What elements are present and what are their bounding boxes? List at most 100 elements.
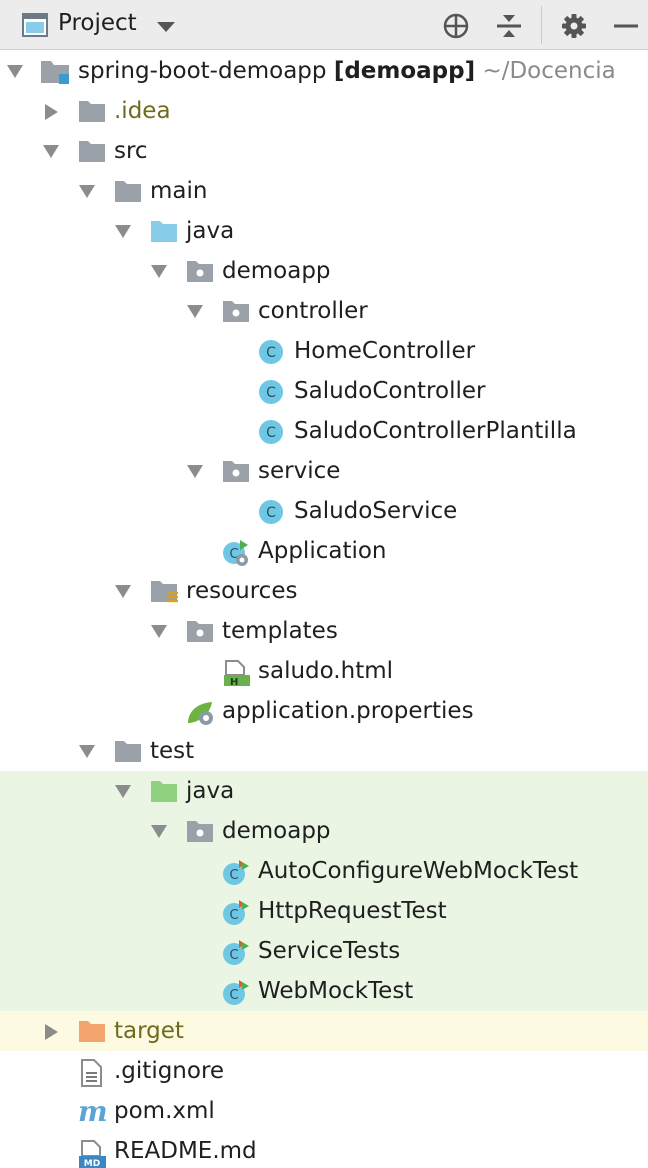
collapsed-arrow-icon[interactable] bbox=[45, 104, 59, 124]
tree-label: resources bbox=[186, 578, 298, 604]
view-title[interactable]: Project bbox=[58, 10, 137, 36]
svg-text:C: C bbox=[229, 948, 238, 963]
tree-row-application-properties[interactable]: application.properties bbox=[0, 691, 648, 731]
hide-icon[interactable] bbox=[612, 12, 640, 40]
collapsed-arrow-icon[interactable] bbox=[45, 1024, 59, 1044]
svg-text:C: C bbox=[266, 505, 276, 521]
tree-label: HttpRequestTest bbox=[258, 898, 447, 924]
tree-row-saludo-html[interactable]: H saludo.html bbox=[0, 651, 648, 691]
expanded-arrow-icon[interactable] bbox=[187, 464, 203, 483]
tree-label: .idea bbox=[114, 98, 171, 124]
toolbar-separator bbox=[541, 6, 542, 44]
tree-label: templates bbox=[222, 618, 338, 644]
svg-text:C: C bbox=[266, 345, 276, 361]
source-root-folder-icon bbox=[150, 219, 177, 245]
package-icon bbox=[222, 459, 249, 485]
tree-row-web-mock-test[interactable]: C WebMockTest bbox=[0, 971, 648, 1011]
svg-text:C: C bbox=[229, 868, 238, 883]
tree-label: AutoConfigureWebMockTest bbox=[258, 858, 579, 884]
svg-text:C: C bbox=[229, 908, 238, 923]
test-root-folder-icon bbox=[150, 779, 177, 805]
project-view-icon[interactable] bbox=[22, 13, 48, 41]
tree-row-target[interactable]: target bbox=[0, 1011, 648, 1051]
tree-label: java bbox=[186, 218, 235, 244]
tree-row-http-request-test[interactable]: C HttpRequestTest bbox=[0, 891, 648, 931]
tree-row-main[interactable]: main bbox=[0, 171, 648, 211]
tree-label: target bbox=[114, 1018, 184, 1044]
expanded-arrow-icon[interactable] bbox=[79, 184, 95, 203]
tree-label: application.properties bbox=[222, 698, 474, 724]
module-folder-icon bbox=[40, 59, 69, 85]
package-icon bbox=[186, 819, 213, 845]
tree-label: pom.xml bbox=[114, 1098, 215, 1124]
test-class-icon: C bbox=[222, 899, 249, 925]
expanded-arrow-icon[interactable] bbox=[7, 64, 23, 83]
gear-icon[interactable] bbox=[560, 12, 588, 40]
tree-label: demoapp bbox=[222, 258, 331, 284]
tree-row-test[interactable]: test bbox=[0, 731, 648, 771]
markdown-file-icon: MD bbox=[78, 1139, 106, 1168]
tree-row-idea[interactable]: .idea bbox=[0, 91, 648, 131]
tree-label: test bbox=[150, 738, 195, 764]
tree-label: main bbox=[150, 178, 208, 204]
expanded-arrow-icon[interactable] bbox=[115, 224, 131, 243]
java-class-icon: C bbox=[258, 419, 284, 445]
tree-label: SaludoController bbox=[294, 378, 486, 404]
tree-row-main-package[interactable]: demoapp bbox=[0, 251, 648, 291]
expanded-arrow-icon[interactable] bbox=[115, 784, 131, 803]
module-path: ~/Docencia bbox=[482, 58, 616, 84]
package-icon bbox=[186, 619, 213, 645]
tree-label: SaludoControllerPlantilla bbox=[294, 418, 577, 444]
java-class-icon: C bbox=[258, 379, 284, 405]
tree-row-main-java[interactable]: java bbox=[0, 211, 648, 251]
expanded-arrow-icon[interactable] bbox=[151, 824, 167, 843]
locate-icon[interactable] bbox=[442, 12, 470, 40]
tree-label: ServiceTests bbox=[258, 938, 401, 964]
expanded-arrow-icon[interactable] bbox=[187, 304, 203, 323]
tree-row-auto-configure-test[interactable]: C AutoConfigureWebMockTest bbox=[0, 851, 648, 891]
expanded-arrow-icon[interactable] bbox=[79, 744, 95, 763]
tree-row-saludo-service[interactable]: C SaludoService bbox=[0, 491, 648, 531]
tree-label: src bbox=[114, 138, 148, 164]
tree-row-application[interactable]: C Application bbox=[0, 531, 648, 571]
spring-boot-application-icon: C bbox=[222, 539, 248, 566]
java-class-icon: C bbox=[258, 499, 284, 525]
module-name: spring-boot-demoapp bbox=[78, 58, 327, 84]
text-file-icon bbox=[80, 1059, 106, 1087]
folder-icon bbox=[78, 99, 105, 125]
tree-row-readme[interactable]: MD README.md bbox=[0, 1131, 648, 1168]
test-class-icon: C bbox=[222, 939, 249, 965]
tree-row-home-controller[interactable]: C HomeController bbox=[0, 331, 648, 371]
tree-row-resources[interactable]: resources bbox=[0, 571, 648, 611]
expanded-arrow-icon[interactable] bbox=[151, 624, 167, 643]
module-tag: [demoapp] bbox=[333, 58, 476, 84]
tree-label: WebMockTest bbox=[258, 978, 414, 1004]
dropdown-chevron-icon[interactable] bbox=[157, 18, 175, 37]
tree-label: README.md bbox=[114, 1138, 257, 1164]
tree-row-test-java[interactable]: java bbox=[0, 771, 648, 811]
tree-label: controller bbox=[258, 298, 368, 324]
tree-row-saludo-controller-plantilla[interactable]: C SaludoControllerPlantilla bbox=[0, 411, 648, 451]
tree-row-service-tests[interactable]: C ServiceTests bbox=[0, 931, 648, 971]
svg-text:C: C bbox=[229, 988, 238, 1003]
tree-row-templates[interactable]: templates bbox=[0, 611, 648, 651]
tree-row-pom[interactable]: m pom.xml bbox=[0, 1091, 648, 1131]
svg-text:m: m bbox=[78, 1099, 108, 1127]
tree-row-saludo-controller[interactable]: C SaludoController bbox=[0, 371, 648, 411]
svg-text:C: C bbox=[266, 385, 276, 401]
tree-row-controller[interactable]: controller bbox=[0, 291, 648, 331]
tree-row-service[interactable]: service bbox=[0, 451, 648, 491]
package-icon bbox=[222, 299, 249, 325]
maven-file-icon: m bbox=[78, 1095, 108, 1128]
tree-row-src[interactable]: src bbox=[0, 131, 648, 171]
tree-label: HomeController bbox=[294, 338, 476, 364]
tree-label: .gitignore bbox=[114, 1058, 225, 1084]
tree-row-test-package[interactable]: demoapp bbox=[0, 811, 648, 851]
expanded-arrow-icon[interactable] bbox=[43, 144, 59, 163]
tree-row-gitignore[interactable]: .gitignore bbox=[0, 1051, 648, 1091]
collapse-all-icon[interactable] bbox=[495, 12, 523, 40]
java-class-icon: C bbox=[258, 339, 284, 365]
expanded-arrow-icon[interactable] bbox=[151, 264, 167, 283]
expanded-arrow-icon[interactable] bbox=[115, 584, 131, 603]
tree-row-root-module[interactable]: spring-boot-demoapp [demoapp] ~/Docencia bbox=[0, 51, 648, 91]
